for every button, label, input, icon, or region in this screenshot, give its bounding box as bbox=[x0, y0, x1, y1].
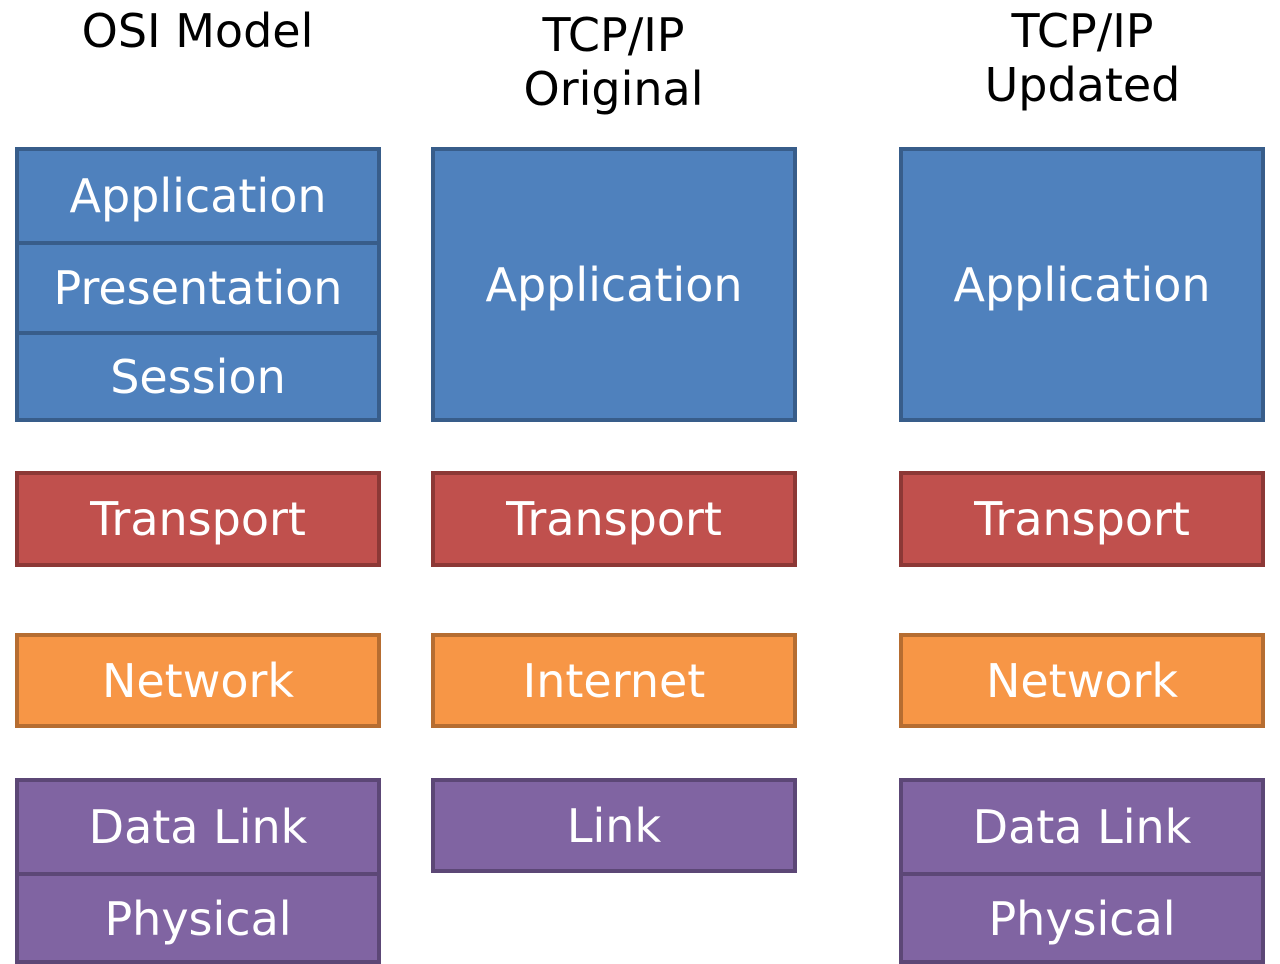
tcpip-original-internet-block: Internet bbox=[431, 633, 797, 728]
osi-network-block: Network bbox=[15, 633, 381, 728]
tcpip-updated-application-layer: Application bbox=[953, 257, 1211, 312]
tcpip-updated-physical-layer: Physical bbox=[903, 872, 1261, 962]
tcpip-original-link-block: Link bbox=[431, 778, 797, 873]
osi-application-group: Application Presentation Session bbox=[15, 147, 381, 422]
osi-data-link-layer: Data Link bbox=[88, 800, 308, 854]
tcpip-updated-transport-block: Transport bbox=[899, 471, 1265, 567]
osi-network-layer: Network bbox=[101, 653, 295, 708]
osi-transport-layer: Transport bbox=[90, 492, 306, 546]
tcpip-updated-data-link-layer: Data Link bbox=[972, 800, 1192, 854]
tcpip-updated-network-block: Network bbox=[899, 633, 1265, 728]
osi-application-layer: Application bbox=[69, 169, 327, 223]
tcpip-original-transport-block: Transport bbox=[431, 471, 797, 567]
osi-physical-layer: Physical bbox=[19, 872, 377, 962]
tcpip-updated-network-layer: Network bbox=[985, 653, 1179, 708]
tcpip-original-application-block: Application bbox=[431, 147, 797, 422]
osi-session-layer: Session bbox=[19, 331, 377, 418]
osi-transport-block: Transport bbox=[15, 471, 381, 567]
osi-presentation-layer: Presentation bbox=[19, 241, 377, 331]
tcpip-updated-link-group: Data Link Physical bbox=[899, 778, 1265, 964]
tcpip-updated-transport-layer: Transport bbox=[974, 492, 1190, 546]
osi-link-group: Data Link Physical bbox=[15, 778, 381, 964]
tcpip-original-link-layer: Link bbox=[566, 798, 662, 853]
tcpip-updated-title: TCP/IP Updated bbox=[984, 4, 1181, 112]
tcpip-original-application-layer: Application bbox=[485, 257, 743, 312]
osi-model-title: OSI Model bbox=[81, 4, 314, 58]
tcpip-original-title: TCP/IP Original bbox=[523, 8, 704, 116]
tcpip-original-transport-layer: Transport bbox=[506, 492, 722, 546]
tcpip-updated-application-block: Application bbox=[899, 147, 1265, 422]
tcpip-original-internet-layer: Internet bbox=[522, 653, 706, 708]
